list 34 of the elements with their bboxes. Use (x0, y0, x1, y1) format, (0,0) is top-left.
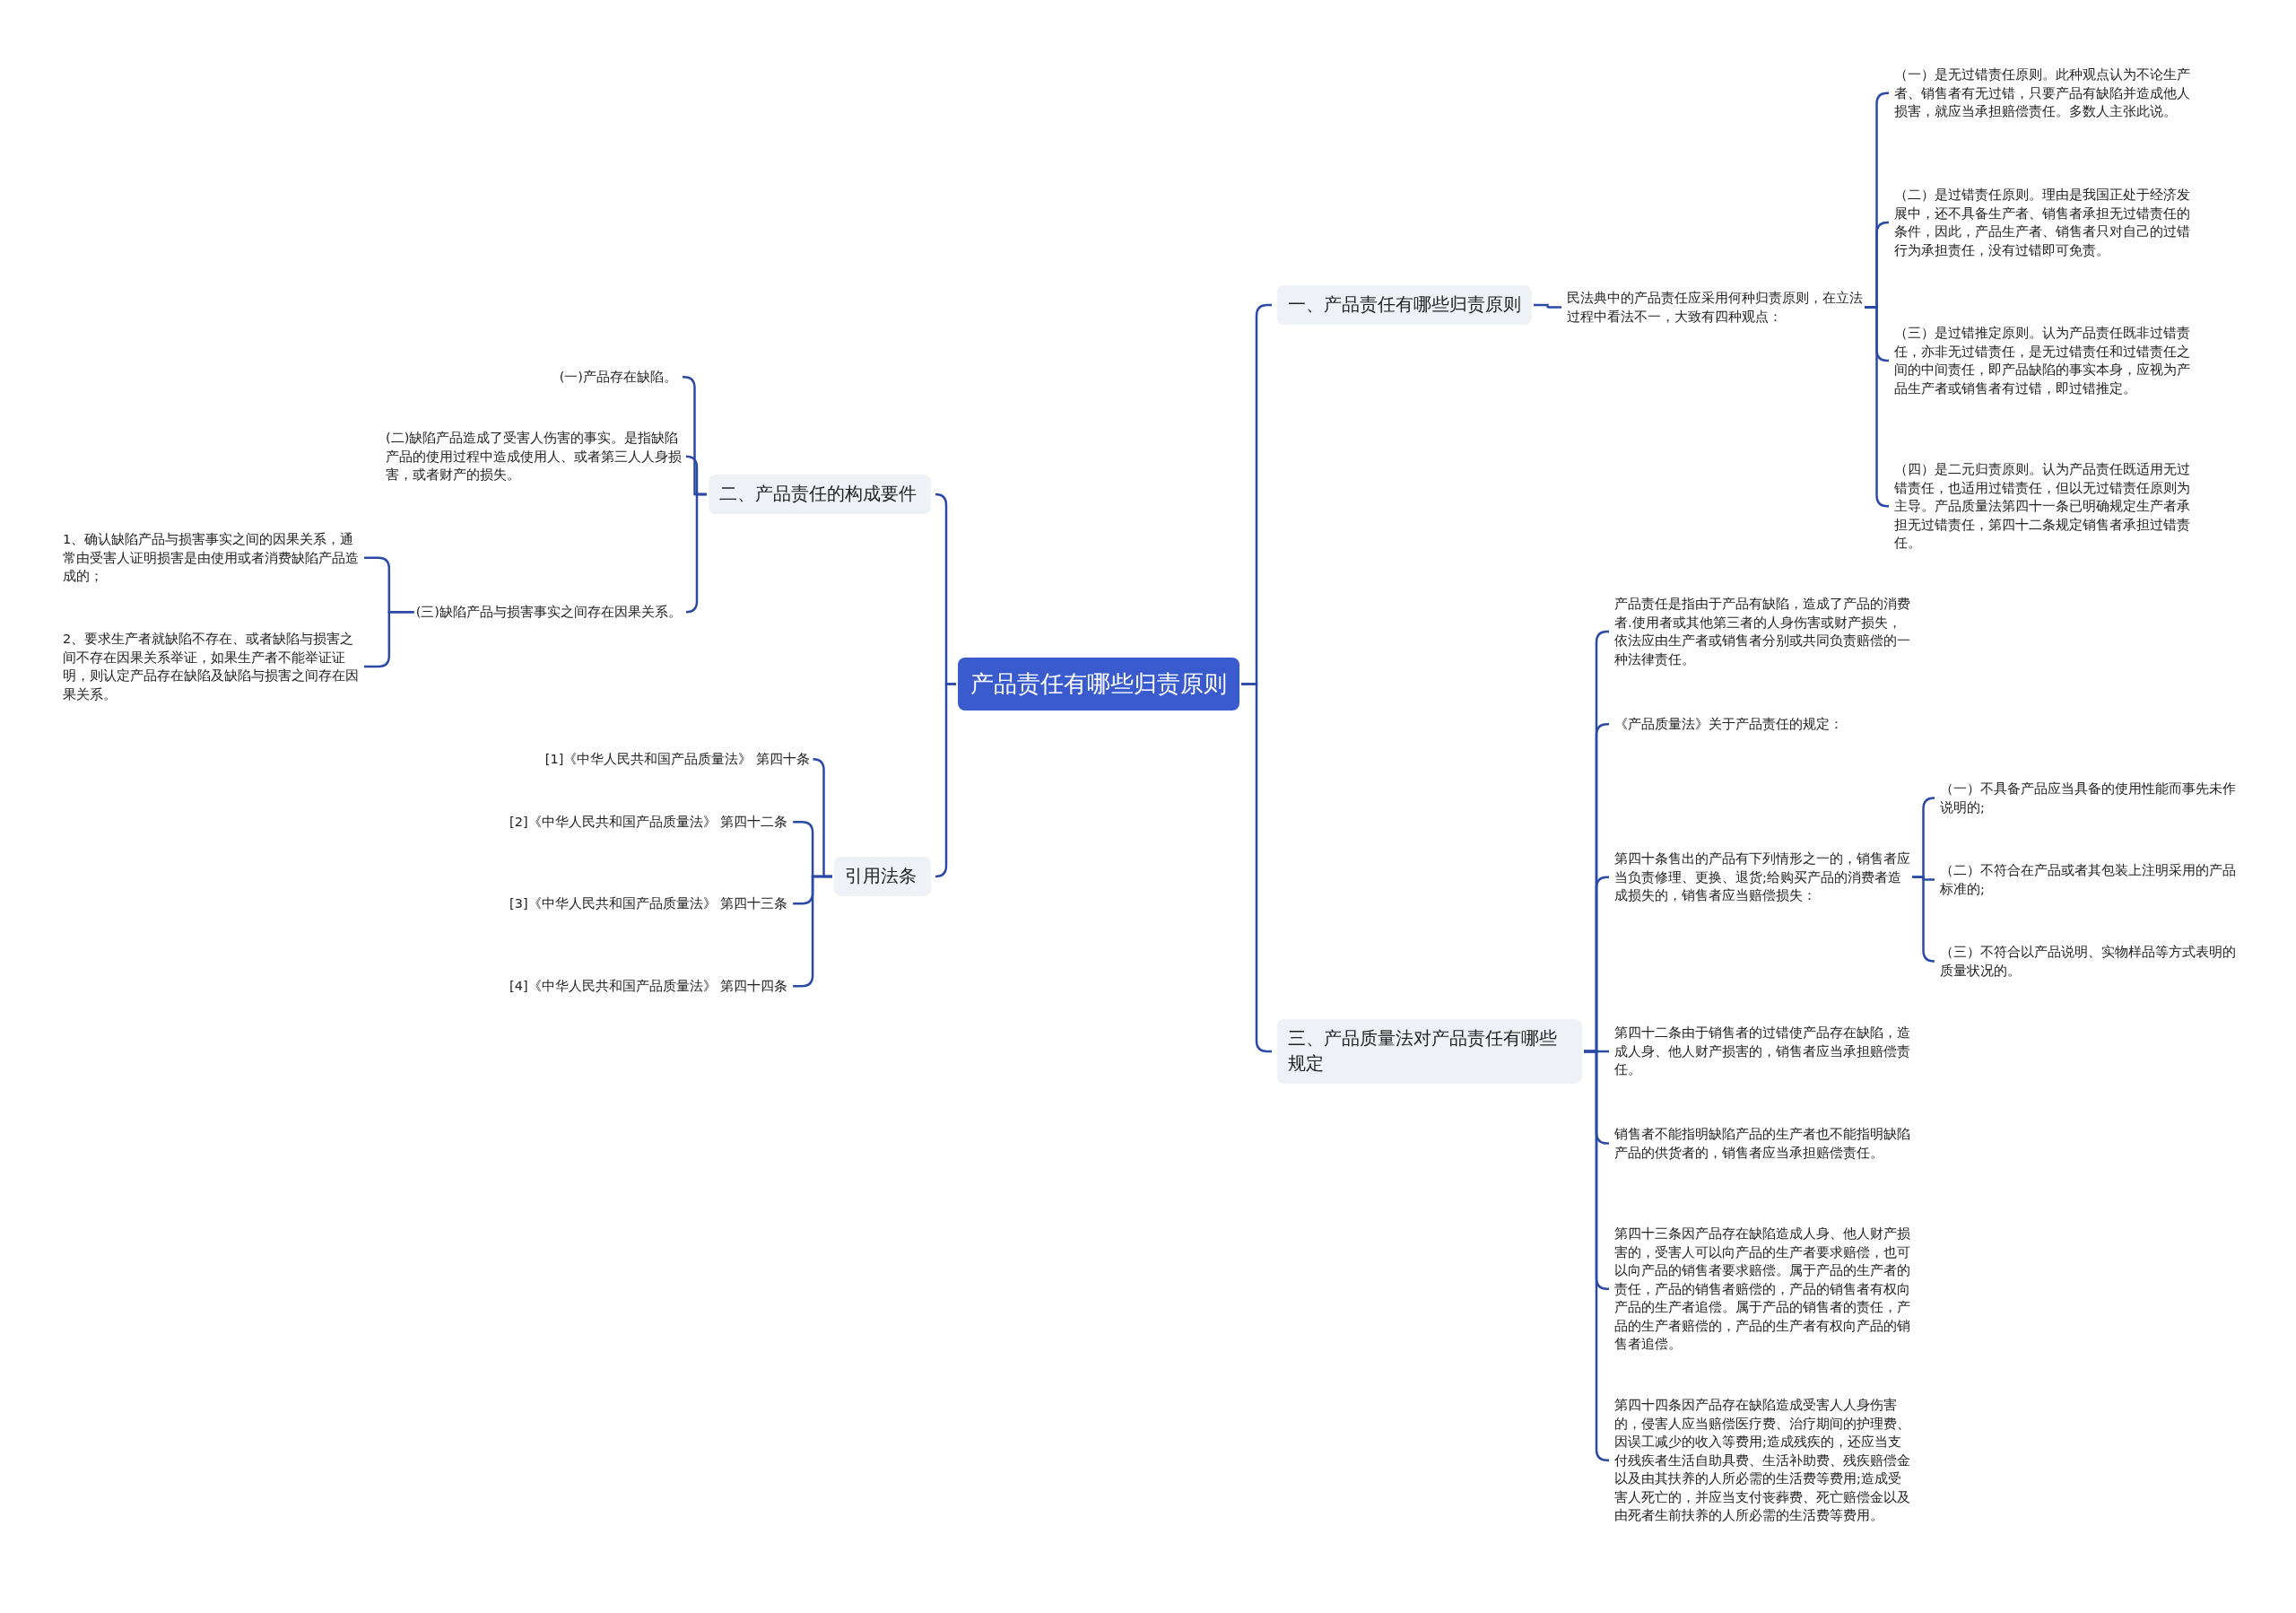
topic-text: [4]《中华人民共和国产品质量法》 第四十四条 (509, 977, 810, 996)
topic-text: 第四十条售出的产品有下列情形之一的，销售者应当负责修理、更换、退货;给购买产品的消费者造成损失的，销售者应当赔偿损失： (1614, 850, 1910, 905)
topic-text: （四）是二元归责原则。认为产品责任既适用无过错责任，也适用过错责任，但以无过错责任原则为主导。产品质量法第四十一条已明确规定生产者承担无过错责任，第四十二条规定销售者承担过错责任。 (1894, 460, 2190, 553)
topic-text: （三）是过错推定原则。认为产品责任既非过错责任，亦非无过错责任，是无过错责任和过错责任之间的中间责任，即产品缺陷的事实本身，应视为产品生产者或销售者有过错，即过错推定。 (1894, 324, 2190, 397)
connector-line (1534, 303, 1561, 309)
topic-text: （二）是过错责任原则。理由是我国正处于经济发展中，还不具备生产者、销售者承担无过错责任的条件，因此，产品生产者、销售者只对自己的过错行为承担责任，没有过错即可免责。 (1894, 186, 2190, 259)
topic-text: (一)产品存在缺陷。 (534, 368, 677, 387)
topic-text: （三）不符合以产品说明、实物样品等方式表明的质量状况的。 (1940, 943, 2236, 980)
topic-text: 产品责任是指由于产品有缺陷，造成了产品的消费者.使用者或其他第三者的人身伤害或财产损失，依法应由生产者或销售者分别或共同负责赔偿的一种法律责任。 (1614, 595, 1910, 668)
topic-text: 第四十四条因产品存在缺陷造成受害人人身伤害的，侵害人应当赔偿医疗费、治疗期间的护理费、因误工减少的收入等费用;造成残疾的，还应当支付残疾者生活自助具费、生活补助费、残疾赔偿金以及由其扶养的人所必需的生活费等费用;造成受害人死亡的，并应当支付丧葬费、死亡赔偿金以及由死者生前扶养的人所必需的生活费等费用。 (1614, 1396, 1910, 1525)
branch-topic: 一、产品责任有哪些归责原则 (1277, 285, 1532, 325)
branch-topic: 三、产品质量法对产品责任有哪些规定 (1277, 1019, 1582, 1084)
topic-text: (三)缺陷产品与损害事实之间存在因果关系。 (386, 603, 682, 622)
topic-text: 第四十三条因产品存在缺陷造成人身、他人财产损害的，受害人可以向产品的生产者要求赔偿，也可以向产品的销售者要求赔偿。属于产品的生产者的责任，产品的销售者赔偿的，产品的销售者有权向产品的生产者追偿。属于产品的销售者的责任，产品的生产者赔偿的，产品的生产者有权向产品的销售者追偿。 (1614, 1225, 1910, 1354)
branch-topic: 二、产品责任的构成要件 (709, 475, 931, 514)
connector-line (684, 493, 707, 614)
topic-text: [3]《中华人民共和国产品质量法》 第四十三条 (509, 894, 810, 913)
connector-line (1912, 876, 1935, 963)
topic-text: 2、要求生产者就缺陷不存在、或者缺陷与损害之间不存在因果关系举证，如果生产者不能举证证明，则认定产品存在缺陷及缺陷与损害之间存在因果关系。 (63, 630, 359, 703)
topic-text: 《产品质量法》关于产品责任的规定： (1614, 715, 1910, 734)
topic-text: 1、确认缺陷产品与损害事实之间的因果关系，通常由受害人证明损害是由使用或者消费缺陷产品造成的； (63, 530, 359, 586)
topic-text: 第四十二条由于销售者的过错使产品存在缺陷，造成人身、他人财产损害的，销售者应当承担赔偿责任。 (1614, 1024, 1910, 1079)
connector-line (1865, 306, 1890, 508)
topic-text: （二）不符合在产品或者其包装上注明采用的产品标准的; (1940, 861, 2236, 898)
topic-text: [2]《中华人民共和国产品质量法》 第四十二条 (509, 813, 810, 832)
topic-text: (二)缺陷产品造成了受害人伤害的事实。是指缺陷产品的使用过程中造成使用人、或者第三人人身损害，或者财产的损失。 (386, 429, 682, 484)
topic-text: 民法典中的产品责任应采用何种归责原则，在立法过程中看法不一，大致有四种观点： (1567, 289, 1863, 326)
connector-line (934, 683, 956, 878)
branch-topic: 引用法条 (834, 857, 931, 896)
topic-text: （一）不具备产品应当具备的使用性能而事先未作说明的; (1940, 780, 2236, 816)
topic-text: [1]《中华人民共和国产品质量法》 第四十条 (509, 750, 810, 769)
central-topic: 产品责任有哪些归责原则 (958, 658, 1239, 711)
topic-text: 销售者不能指明缺陷产品的生产者也不能指明缺陷产品的供货者的，销售者应当承担赔偿责任。 (1614, 1125, 1910, 1162)
topic-text: （一）是无过错责任原则。此种观点认为不论生产者、销售者有无过错，只要产品有缺陷并造成他人损害，就应当承担赔偿责任。多数人主张此说。 (1894, 65, 2190, 121)
